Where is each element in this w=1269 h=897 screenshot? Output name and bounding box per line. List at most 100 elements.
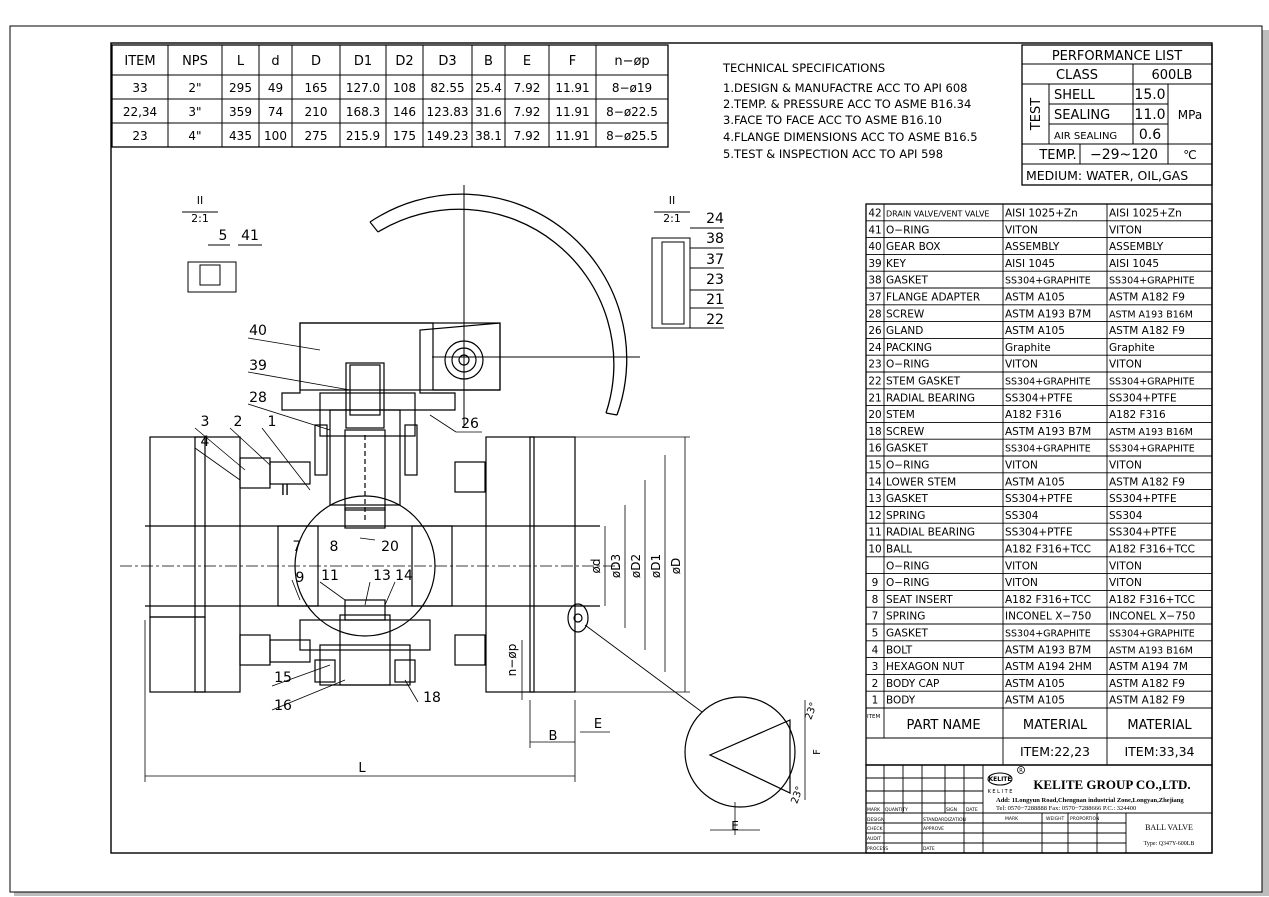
title-block-text: MARK QUANTITY SIGN DATE DESIGN CHECK AUD… xyxy=(867,766,1194,852)
cell-audit: AUDIT xyxy=(867,836,881,842)
part-material-2: AISI 1025+Zn xyxy=(1109,208,1182,220)
dims-header-cell: d xyxy=(271,54,279,69)
header-part-name: PART NAME xyxy=(906,718,980,733)
items-group-1: ITEM:22,23 xyxy=(1020,744,1090,759)
shell-value: 15.0 xyxy=(1134,87,1165,103)
shell-label: SHELL xyxy=(1054,88,1095,103)
part-item-number: 18 xyxy=(868,426,881,438)
part-material-1: ASSEMBLY xyxy=(1005,241,1060,253)
part-material-2: VITON xyxy=(1109,560,1142,572)
svg-text:R: R xyxy=(1019,768,1023,774)
dimension-label: E xyxy=(594,717,602,732)
dims-cell: 7.92 xyxy=(514,129,541,143)
dims-cell: 8−ø22.5 xyxy=(606,105,658,119)
cell-weight: WEIGHT xyxy=(1046,816,1064,822)
part-material-2: ASTM A194 7M xyxy=(1109,661,1188,673)
callout-label: 13 xyxy=(373,568,391,584)
dims-cell: 108 xyxy=(393,81,416,95)
part-material-1: INCONEL X−750 xyxy=(1005,611,1091,623)
part-item-number: 15 xyxy=(868,460,881,472)
dimension-label: ød xyxy=(589,559,603,574)
part-item-number: 1 xyxy=(872,695,879,707)
dims-cell: 215.9 xyxy=(346,129,380,143)
part-material-1: SS304+GRAPHITE xyxy=(1005,276,1091,287)
dims-header-cell: D xyxy=(311,54,321,69)
part-material-1: ASTM A194 2HM xyxy=(1005,661,1092,673)
part-item-number: 40 xyxy=(868,241,881,253)
tech-spec-line: 2.TEMP. & PRESSURE ACC TO ASME B16.34 xyxy=(723,97,971,111)
temp-unit: ℃ xyxy=(1183,148,1196,162)
part-item-number: 2 xyxy=(872,678,879,690)
part-name: BODY xyxy=(886,695,916,707)
cell-proportion: PROPORTION xyxy=(1070,816,1099,822)
part-material-2: ASTM A193 B16M xyxy=(1109,645,1193,656)
part-name: LOWER STEM xyxy=(886,476,956,488)
dimension-lines xyxy=(144,436,690,782)
part-material-2: SS304+PTFE xyxy=(1109,493,1177,505)
callout-label: 37 xyxy=(706,252,724,268)
part-material-1: SS304+PTFE xyxy=(1005,392,1073,404)
part-item-number: 7 xyxy=(872,611,879,623)
part-name: SPRING xyxy=(886,611,925,623)
part-name: HEXAGON NUT xyxy=(886,661,965,673)
detail-scale: 2:1 xyxy=(663,212,681,225)
test-label: TEST xyxy=(1029,98,1044,131)
sealing-label: SEALING xyxy=(1054,108,1110,123)
callout-label: 38 xyxy=(706,231,724,247)
part-material-2: ASTM A182 F9 xyxy=(1109,678,1185,690)
tech-spec-line: 5.TEST & INSPECTION ACC TO API 598 xyxy=(723,147,943,161)
part-name: GLAND xyxy=(886,325,923,337)
part-name: GASKET xyxy=(886,493,929,505)
callout-label: 18 xyxy=(423,690,441,706)
company-logo: KELITE R K E L I T E xyxy=(987,766,1025,795)
part-material-1: ASTM A105 xyxy=(1005,292,1065,304)
callout-label: 5 xyxy=(219,228,228,244)
part-item-number: 16 xyxy=(868,443,882,455)
dims-cell: 49 xyxy=(268,81,283,95)
part-item-number: 10 xyxy=(868,544,881,556)
part-material-2: A182 F316+TCC xyxy=(1109,544,1195,556)
part-material-2: SS304 xyxy=(1109,510,1143,522)
part-material-1: ASTM A105 xyxy=(1005,325,1065,337)
part-item-number: 11 xyxy=(868,527,881,539)
cell-design: DESIGN xyxy=(867,817,884,823)
part-name: SCREW xyxy=(886,426,925,438)
part-material-1: SS304+PTFE xyxy=(1005,527,1073,539)
logo-text: KELITE xyxy=(989,776,1012,783)
dims-header-cell: D1 xyxy=(354,54,372,69)
part-item-number: 37 xyxy=(868,292,881,304)
callout-label: 2 xyxy=(234,414,243,430)
part-name: RADIAL BEARING xyxy=(886,527,975,539)
cell-mark: MARK xyxy=(867,807,881,813)
dims-cell: 275 xyxy=(305,129,328,143)
part-item-number: 28 xyxy=(868,308,881,320)
part-material-2: A182 F316+TCC xyxy=(1109,594,1195,606)
part-material-1: VITON xyxy=(1005,560,1038,572)
cell-date2: DATE xyxy=(923,846,935,852)
part-item-number: 41 xyxy=(868,224,881,236)
callout-label: 4 xyxy=(201,434,210,450)
leader-lines xyxy=(194,337,482,711)
temp-value: −29~120 xyxy=(1090,147,1158,163)
tech-spec-line: 4.FLANGE DIMENSIONS ACC TO ASME B16.5 xyxy=(723,130,978,144)
part-name: O−RING xyxy=(886,359,929,371)
dims-header-cell: B xyxy=(484,54,493,69)
part-item-number: 38 xyxy=(868,275,881,287)
handwheel-hub xyxy=(444,340,484,380)
dims-cell: 100 xyxy=(264,129,287,143)
dims-header-cell: ITEM xyxy=(124,54,155,69)
logo-sub: K E L I T E xyxy=(988,789,1013,795)
part-name: DRAIN VALVE/VENT VALVE xyxy=(886,210,989,219)
callout-label: 24 xyxy=(706,211,724,227)
part-material-1: ASTM A105 xyxy=(1005,476,1065,488)
dims-cell: 25.4 xyxy=(475,81,502,95)
part-item-number: 26 xyxy=(868,325,882,337)
part-name: O−RING xyxy=(886,460,929,472)
dims-header-cell: L xyxy=(237,54,245,69)
part-material-2: SS304+GRAPHITE xyxy=(1109,629,1195,640)
part-material-1: AISI 1045 xyxy=(1005,258,1055,270)
